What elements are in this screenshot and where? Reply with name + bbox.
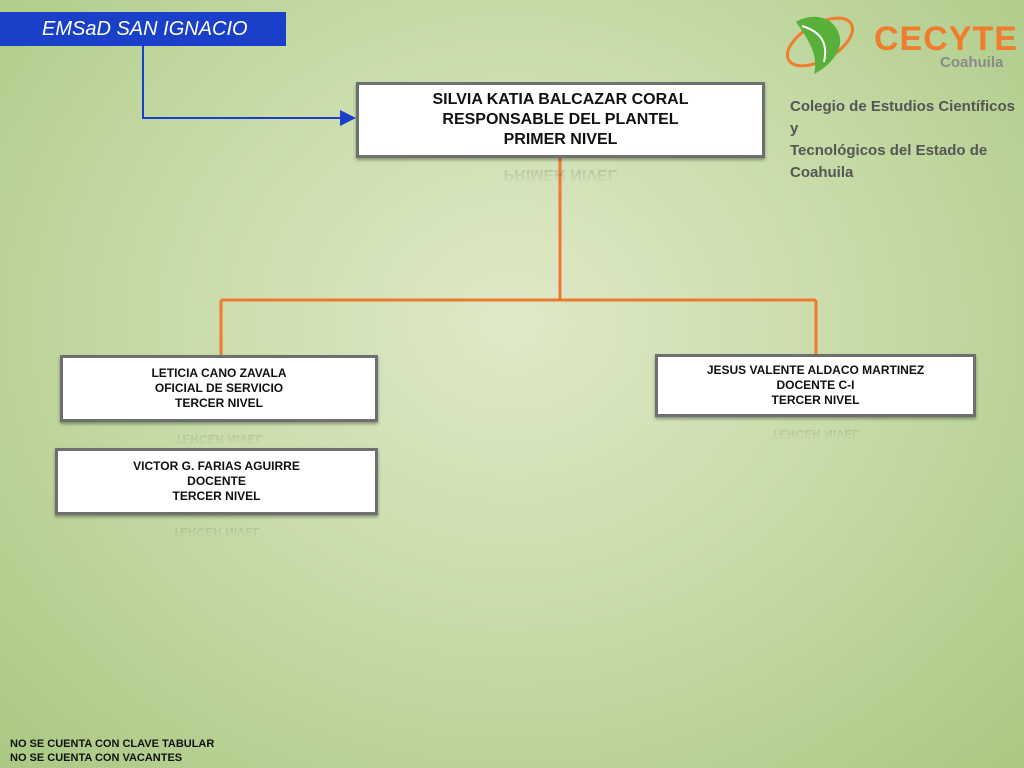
college-name: Colegio de Estudios Científicos y Tecnol… <box>790 96 1020 184</box>
cecyte-logo: CECYTE Coahuila Colegio de Estudios Cien… <box>782 2 1020 181</box>
node-level: TERCER NIVEL <box>771 393 860 407</box>
college-line-2: Tecnológicos del Estado de Coahuila <box>790 142 988 181</box>
node-level: TERCER NIVEL <box>174 396 263 410</box>
node-role: OFICIAL DE SERVICIO <box>154 381 284 395</box>
title-text: EMSaD SAN IGNACIO <box>42 17 248 40</box>
logo-region: Coahuila <box>940 54 1004 71</box>
node-name: LETICIA CANO ZAVALA <box>151 366 287 380</box>
org-node-root: SILVIA KATIA BALCAZAR CORAL RESPONSABLE … <box>356 82 765 158</box>
node-role: DOCENTE <box>187 474 246 488</box>
node-role: RESPONSABLE DEL PLANTEL <box>442 111 679 128</box>
node-level: TERCER NIVEL <box>172 489 261 503</box>
org-node-right: JESUS VALENTE ALDACO MARTINEZ DOCENTE C-… <box>655 354 976 417</box>
logo-name: CECYTE <box>874 20 1018 58</box>
title-link-arrow <box>142 46 356 126</box>
node-name: VICTOR G. FARIAS AGUIRRE <box>133 459 300 473</box>
footer-line-2: NO SE CUENTA CON VACANTES <box>10 752 183 764</box>
footer-line-1: NO SE CUENTA CON CLAVE TABULAR <box>10 738 215 750</box>
title-box: EMSaD SAN IGNACIO <box>0 12 286 46</box>
org-node-left-sub: VICTOR G. FARIAS AGUIRRE DOCENTE TERCER … <box>55 448 378 515</box>
node-name: JESUS VALENTE ALDACO MARTINEZ <box>706 363 925 377</box>
college-line-1: Colegio de Estudios Científicos y <box>790 98 1016 137</box>
footer-notes: NO SE CUENTA CON CLAVE TABULAR NO SE CUE… <box>10 737 214 765</box>
leaf-swoosh-icon <box>786 16 854 74</box>
node-level: PRIMER NIVEL <box>503 131 618 148</box>
node-role: DOCENTE C-I <box>776 378 855 392</box>
org-node-left: LETICIA CANO ZAVALA OFICIAL DE SERVICIO … <box>60 355 378 422</box>
node-name: SILVIA KATIA BALCAZAR CORAL <box>432 91 689 108</box>
